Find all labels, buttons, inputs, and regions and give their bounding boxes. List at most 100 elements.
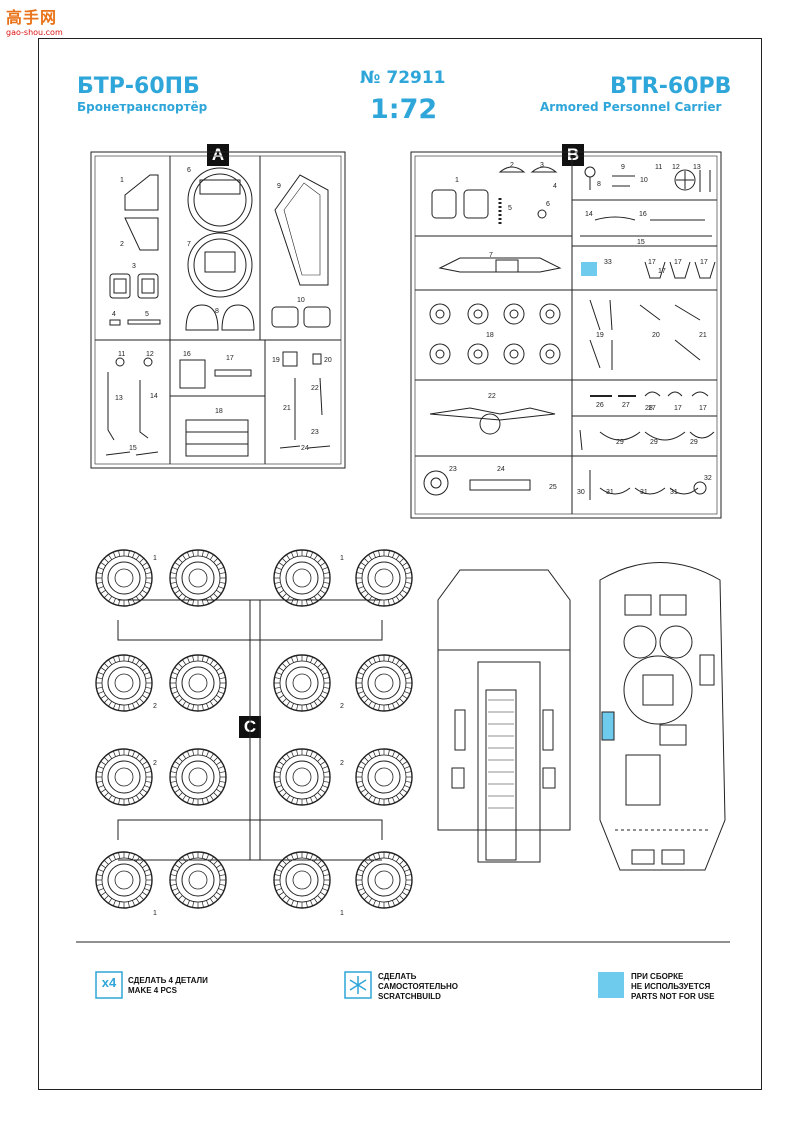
sprue-a-part-23: 23	[311, 429, 319, 436]
sprue-a-part-6: 6	[187, 167, 191, 174]
unused-hull-hatch	[601, 711, 615, 741]
sprue-b-part-32: 32	[704, 475, 712, 482]
sprue-b-part-31-dup-1: 31	[670, 489, 678, 496]
sprue-a-part-14: 14	[150, 393, 158, 400]
sprue-b-part-22: 22	[488, 393, 496, 400]
unused-parts-swatch	[598, 972, 624, 998]
sprue-b-part-29-dup-1: 29	[690, 439, 698, 446]
legend-notuse-line1: ПРИ СБОРКЕ	[631, 972, 684, 981]
legend-x4-line2: MAKE 4 PCS	[128, 986, 177, 995]
tire	[95, 851, 153, 909]
sprue-b-part-23: 23	[449, 466, 457, 473]
sprue-b-parts	[423, 166, 716, 500]
sprue-b-part-4: 4	[553, 183, 557, 190]
tire	[169, 851, 227, 909]
legend-x4-line1: СДЕЛАТЬ 4 ДЕТАЛИ	[128, 976, 208, 985]
sprue-b-part-9: 9	[621, 164, 625, 171]
sprue-b-part-17-dup-2: 17	[700, 259, 708, 266]
sprue-a-part-16: 16	[183, 351, 191, 358]
tire	[273, 748, 331, 806]
sprue-b-part-17-dup-5: 17	[699, 405, 707, 412]
sprue-a-part-17: 17	[226, 355, 234, 362]
sprue-b-part-17-dup-4: 17	[674, 405, 682, 412]
tire	[355, 654, 413, 712]
sprue-a-part-5: 5	[145, 311, 149, 318]
hull-upper-view	[599, 562, 726, 871]
sprue-b-part-28: 28	[645, 405, 653, 412]
sprue-b-part-8: 8	[597, 181, 601, 188]
sprue-b-part-16: 16	[639, 211, 647, 218]
sprue-c-wheel-2: 2	[340, 703, 344, 710]
subtitle-ru: Бронетранспортёр	[77, 100, 208, 114]
sprue-a-part-24: 24	[301, 445, 309, 452]
sprue-a-part-9: 9	[277, 183, 281, 190]
sprue-a-part-2: 2	[120, 241, 124, 248]
watermark-logo: 高手网 gao-shou.com	[6, 4, 63, 37]
sprue-b-part-7: 7	[489, 252, 493, 259]
sprue-b-part-15: 15	[637, 239, 645, 246]
hull-lower-view	[437, 569, 571, 863]
sprue-a-parts	[105, 167, 331, 457]
legend-notuse-line2: НЕ ИСПОЛЬЗУЕТСЯ	[631, 982, 711, 991]
sprue-b-part-31-dup-0: 31	[640, 489, 648, 496]
unused-part-33	[581, 262, 597, 276]
legend-x4-text: СДЕЛАТЬ 4 ДЕТАЛИ MAKE 4 PCS	[128, 976, 208, 996]
sprue-b-part-20: 20	[652, 332, 660, 339]
sprue-b-part-6: 6	[546, 201, 550, 208]
sprue-b-part-29: 29	[616, 439, 624, 446]
tire	[355, 748, 413, 806]
sprue-b-part-10: 10	[640, 177, 648, 184]
title-en: BTR-60PB	[610, 74, 732, 99]
sprue-b-part-33: 33	[604, 259, 612, 266]
tire	[273, 851, 331, 909]
scale-label: 1:72	[370, 94, 438, 125]
sprue-c-wheel-1: 1	[153, 555, 157, 562]
sprue-a-part-22: 22	[311, 385, 319, 392]
tire	[273, 549, 331, 607]
sprue-a-part-4: 4	[112, 311, 116, 318]
sprue-a-part-8: 8	[215, 308, 219, 315]
sprue-b-part-5: 5	[508, 205, 512, 212]
sprue-b-part-30: 30	[577, 489, 585, 496]
tire	[355, 549, 413, 607]
sprue-b-part-17-dup-1: 17	[674, 259, 682, 266]
sprue-b-part-13: 13	[693, 164, 701, 171]
legend-notuse-line3: PARTS NOT FOR USE	[631, 992, 715, 1001]
sprue-c-frame	[117, 599, 383, 861]
watermark-url: gao-shou.com	[6, 28, 63, 37]
tire	[95, 748, 153, 806]
tire	[169, 654, 227, 712]
sprue-c-wheel-2: 2	[153, 760, 157, 767]
legend-scratch-line3: SCRATCHBUILD	[378, 992, 441, 1001]
sprue-b-part-21: 21	[699, 332, 707, 339]
sprue-a-part-10: 10	[297, 297, 305, 304]
sprue-b-clips	[644, 261, 716, 279]
sprue-b-part-18: 18	[486, 332, 494, 339]
sprue-a-frame	[90, 151, 346, 469]
sprue-a-part-21: 21	[283, 405, 291, 412]
sprue-a-part-20: 20	[324, 357, 332, 364]
sprue-a-label: A	[207, 144, 229, 166]
sprue-a-part-13: 13	[115, 395, 123, 402]
scratchbuild-box	[344, 971, 372, 999]
x4-badge-box	[95, 971, 123, 999]
sprue-a-part-18: 18	[215, 408, 223, 415]
tire	[95, 549, 153, 607]
sprue-b-part-17-dup-3: 17	[648, 405, 656, 412]
legend-scratch-line1: СДЕЛАТЬ	[378, 972, 417, 981]
tire	[273, 654, 331, 712]
sprue-b-part-14: 14	[585, 211, 593, 218]
legend-scratch-line2: САМОСТОЯТЕЛЬНО	[378, 982, 458, 991]
legend-scratch-text: СДЕЛАТЬ САМОСТОЯТЕЛЬНО SCRATCHBUILD	[378, 972, 458, 1002]
sprue-c-wheel-1: 1	[340, 555, 344, 562]
sprue-c-wheel-2: 2	[340, 760, 344, 767]
sprue-b-frame	[410, 151, 722, 519]
sprue-b-part-11: 11	[655, 164, 662, 171]
sprue-b-part-3: 3	[540, 162, 544, 169]
sprue-c-tires	[95, 549, 413, 909]
sprue-b-part-2: 2	[510, 162, 514, 169]
sprue-b-part-12: 12	[672, 164, 680, 171]
